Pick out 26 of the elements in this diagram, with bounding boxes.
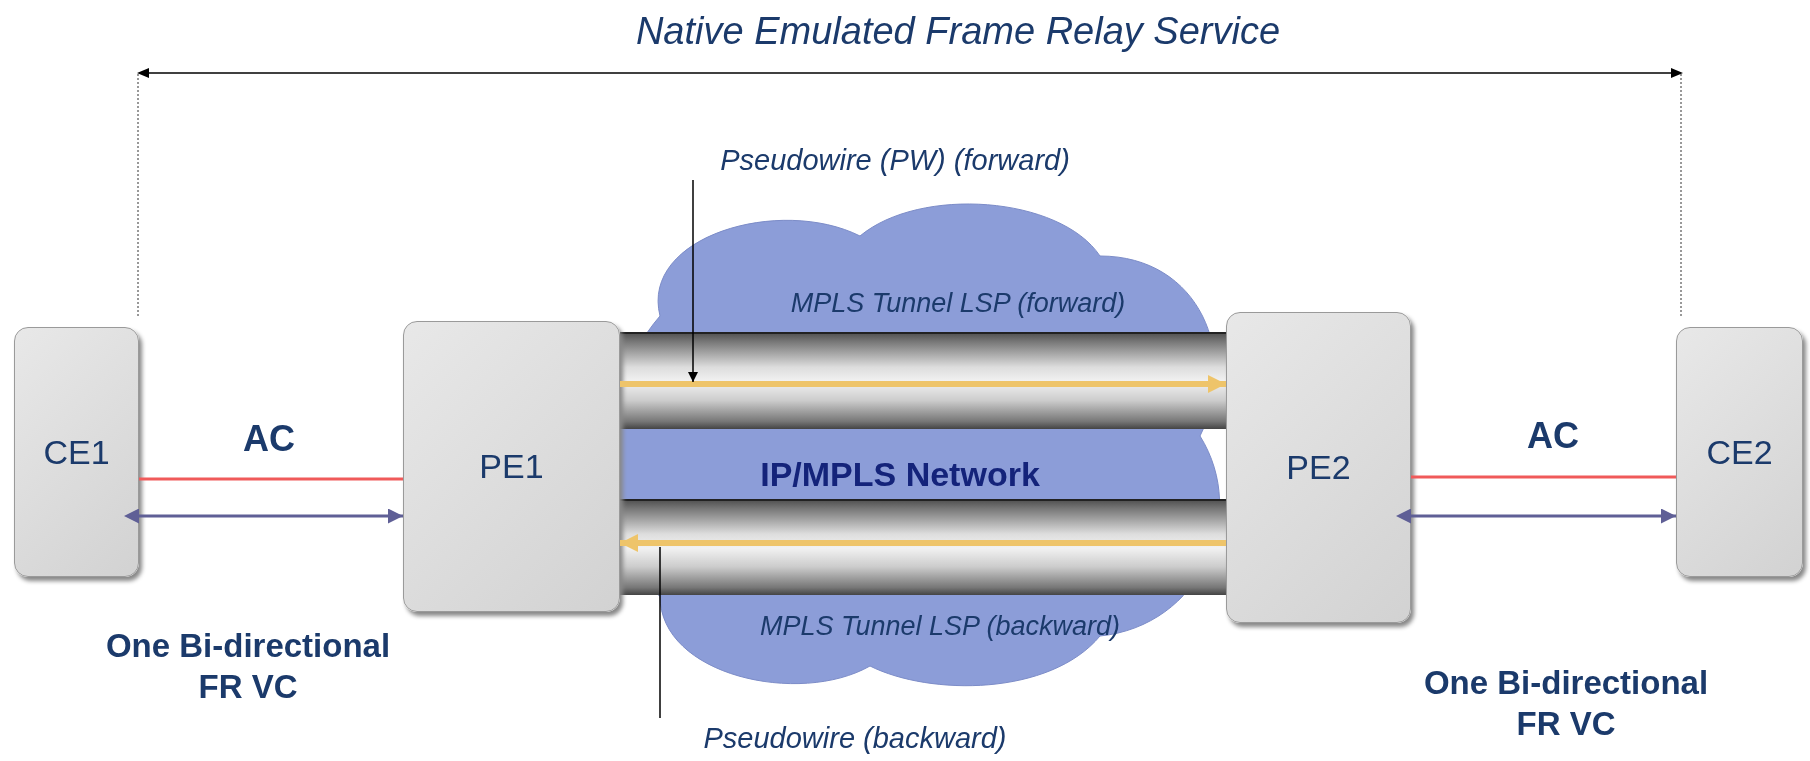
title: Native Emulated Frame Relay Service	[635, 10, 1281, 53]
link-label: AC	[243, 417, 295, 461]
circuit-label: One Bi-directional FR VC	[104, 626, 392, 708]
arrow	[1396, 508, 1676, 524]
device-label: CE2	[1706, 432, 1773, 472]
device-box	[14, 327, 139, 577]
link-line	[139, 477, 403, 481]
device-label: PE1	[479, 447, 544, 486]
tunnel-label: MPLS Tunnel LSP (backward)	[759, 610, 1121, 643]
network-label: IP/MPLS Network	[760, 454, 1040, 495]
arrow	[620, 534, 1226, 552]
device-box	[403, 321, 620, 612]
tunnel-label: MPLS Tunnel LSP (forward)	[790, 287, 1126, 320]
device-label: PE2	[1286, 448, 1351, 487]
arrow	[124, 508, 403, 524]
device-box	[1226, 312, 1411, 623]
leader-line	[659, 546, 661, 719]
device-box	[1676, 327, 1803, 577]
callout-text: Pseudowire (PW) (forward)	[720, 143, 1070, 177]
leader-arrow	[687, 179, 699, 383]
callout-text: Pseudowire (backward)	[703, 721, 1007, 755]
device-label: CE1	[43, 432, 110, 472]
circuit-label: One Bi-directional FR VC	[1422, 663, 1710, 745]
arrow	[620, 375, 1226, 393]
link-label: AC	[1527, 414, 1579, 458]
link-line	[1411, 475, 1676, 479]
